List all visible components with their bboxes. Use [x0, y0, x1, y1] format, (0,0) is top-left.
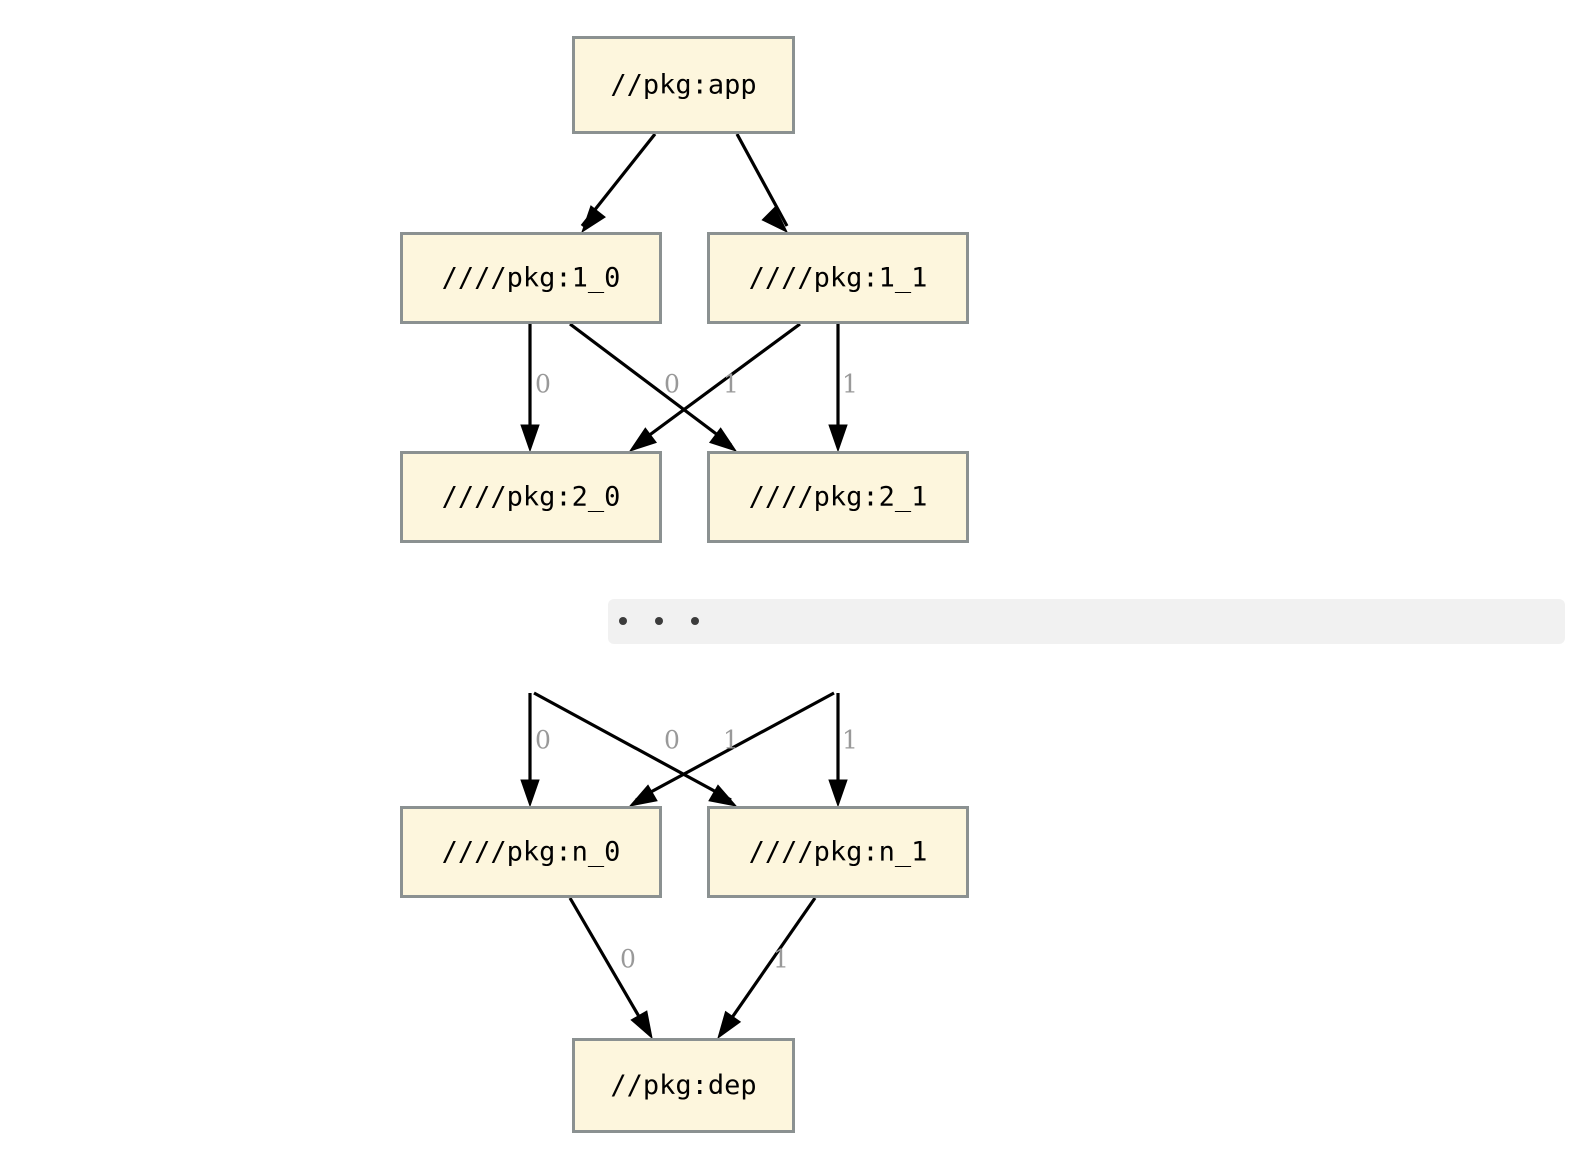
graph-edge: 0	[568, 897, 653, 1040]
edge-line	[735, 133, 789, 227]
graph-edge: 0	[520, 324, 551, 453]
elision-dot	[619, 617, 627, 625]
edge-arrowhead	[628, 427, 658, 452]
edge-label: 0	[664, 726, 680, 755]
edge-line	[569, 322, 732, 447]
edge-arrowhead	[628, 784, 658, 807]
node-box[interactable]	[400, 806, 662, 898]
graph-edge: 0	[569, 322, 738, 452]
graph-edge: 1	[828, 324, 858, 453]
graph-node[interactable]: ////pkg:n_1	[707, 806, 969, 898]
elision-region	[608, 599, 1565, 644]
graph-node[interactable]: ////pkg:2_1	[707, 451, 969, 543]
nodes-layer: //pkg:app ////pkg:1_0 ////pkg:1_1 ////pkg:2…	[400, 36, 969, 1133]
node-label: ////pkg:n_1	[749, 837, 928, 868]
edge-arrowhead	[708, 784, 738, 807]
node-box[interactable]	[400, 232, 662, 324]
edge-line	[533, 691, 732, 802]
node-box[interactable]	[707, 806, 969, 898]
edge-arrowhead	[630, 1010, 653, 1040]
edge-arrowhead	[581, 205, 606, 234]
elision-dot	[655, 617, 663, 625]
edge-arrowhead	[708, 427, 738, 452]
edge-line	[635, 322, 801, 447]
node-box[interactable]	[572, 36, 795, 134]
node-box[interactable]	[400, 451, 662, 543]
graph-node[interactable]: ////pkg:1_0	[400, 232, 662, 324]
edge-label: 1	[842, 726, 858, 755]
graph-edge: 0	[520, 693, 551, 808]
edge-label: 1	[723, 726, 739, 755]
node-label: //pkg:app	[610, 70, 756, 101]
elision-layer	[608, 599, 1565, 644]
edge-arrowhead	[761, 206, 789, 234]
graph-edge: 1	[717, 897, 817, 1040]
node-box[interactable]	[572, 1038, 795, 1133]
node-label: ////pkg:2_0	[442, 482, 621, 513]
edge-arrowhead	[828, 779, 848, 808]
edge-arrowhead	[520, 424, 540, 453]
edge-label: 0	[535, 370, 551, 399]
node-label: ////pkg:2_1	[749, 482, 928, 513]
graph-edge	[735, 133, 789, 234]
graph-node[interactable]: ////pkg:n_0	[400, 806, 662, 898]
graph-node[interactable]: //pkg:app	[572, 36, 795, 134]
edge-arrowhead	[520, 779, 540, 808]
edge-label: 0	[620, 945, 636, 974]
graph-node[interactable]: ////pkg:2_0	[400, 451, 662, 543]
edge-label: 0	[664, 370, 680, 399]
edge-label: 1	[773, 945, 789, 974]
edge-arrowhead	[828, 424, 848, 453]
elision-band	[608, 599, 1565, 644]
node-box[interactable]	[707, 232, 969, 324]
edge-line	[720, 897, 817, 1033]
node-label: ////pkg:n_0	[442, 837, 621, 868]
edge-arrowhead	[717, 1010, 742, 1040]
graph-edge	[580, 133, 657, 234]
edges-layer: 0 0 1 1 0 0 1 1 0 1	[520, 133, 858, 1040]
graph-edge: 0	[533, 691, 738, 807]
graph-edge: 1	[628, 691, 835, 807]
node-label: //pkg:dep	[610, 1070, 756, 1101]
node-label: ////pkg:1_0	[442, 263, 621, 294]
elision-dot	[691, 617, 699, 625]
graph-node[interactable]: ////pkg:1_1	[707, 232, 969, 324]
node-box[interactable]	[707, 451, 969, 543]
edge-label: 0	[535, 726, 551, 755]
graph-edge: 1	[628, 322, 801, 452]
edge-label: 1	[723, 370, 739, 399]
graph-edge: 1	[828, 693, 858, 808]
edge-line	[568, 897, 650, 1033]
edge-line	[635, 691, 835, 802]
edge-label: 1	[842, 370, 858, 399]
graph-node[interactable]: //pkg:dep	[572, 1038, 795, 1133]
node-label: ////pkg:1_1	[749, 263, 928, 294]
